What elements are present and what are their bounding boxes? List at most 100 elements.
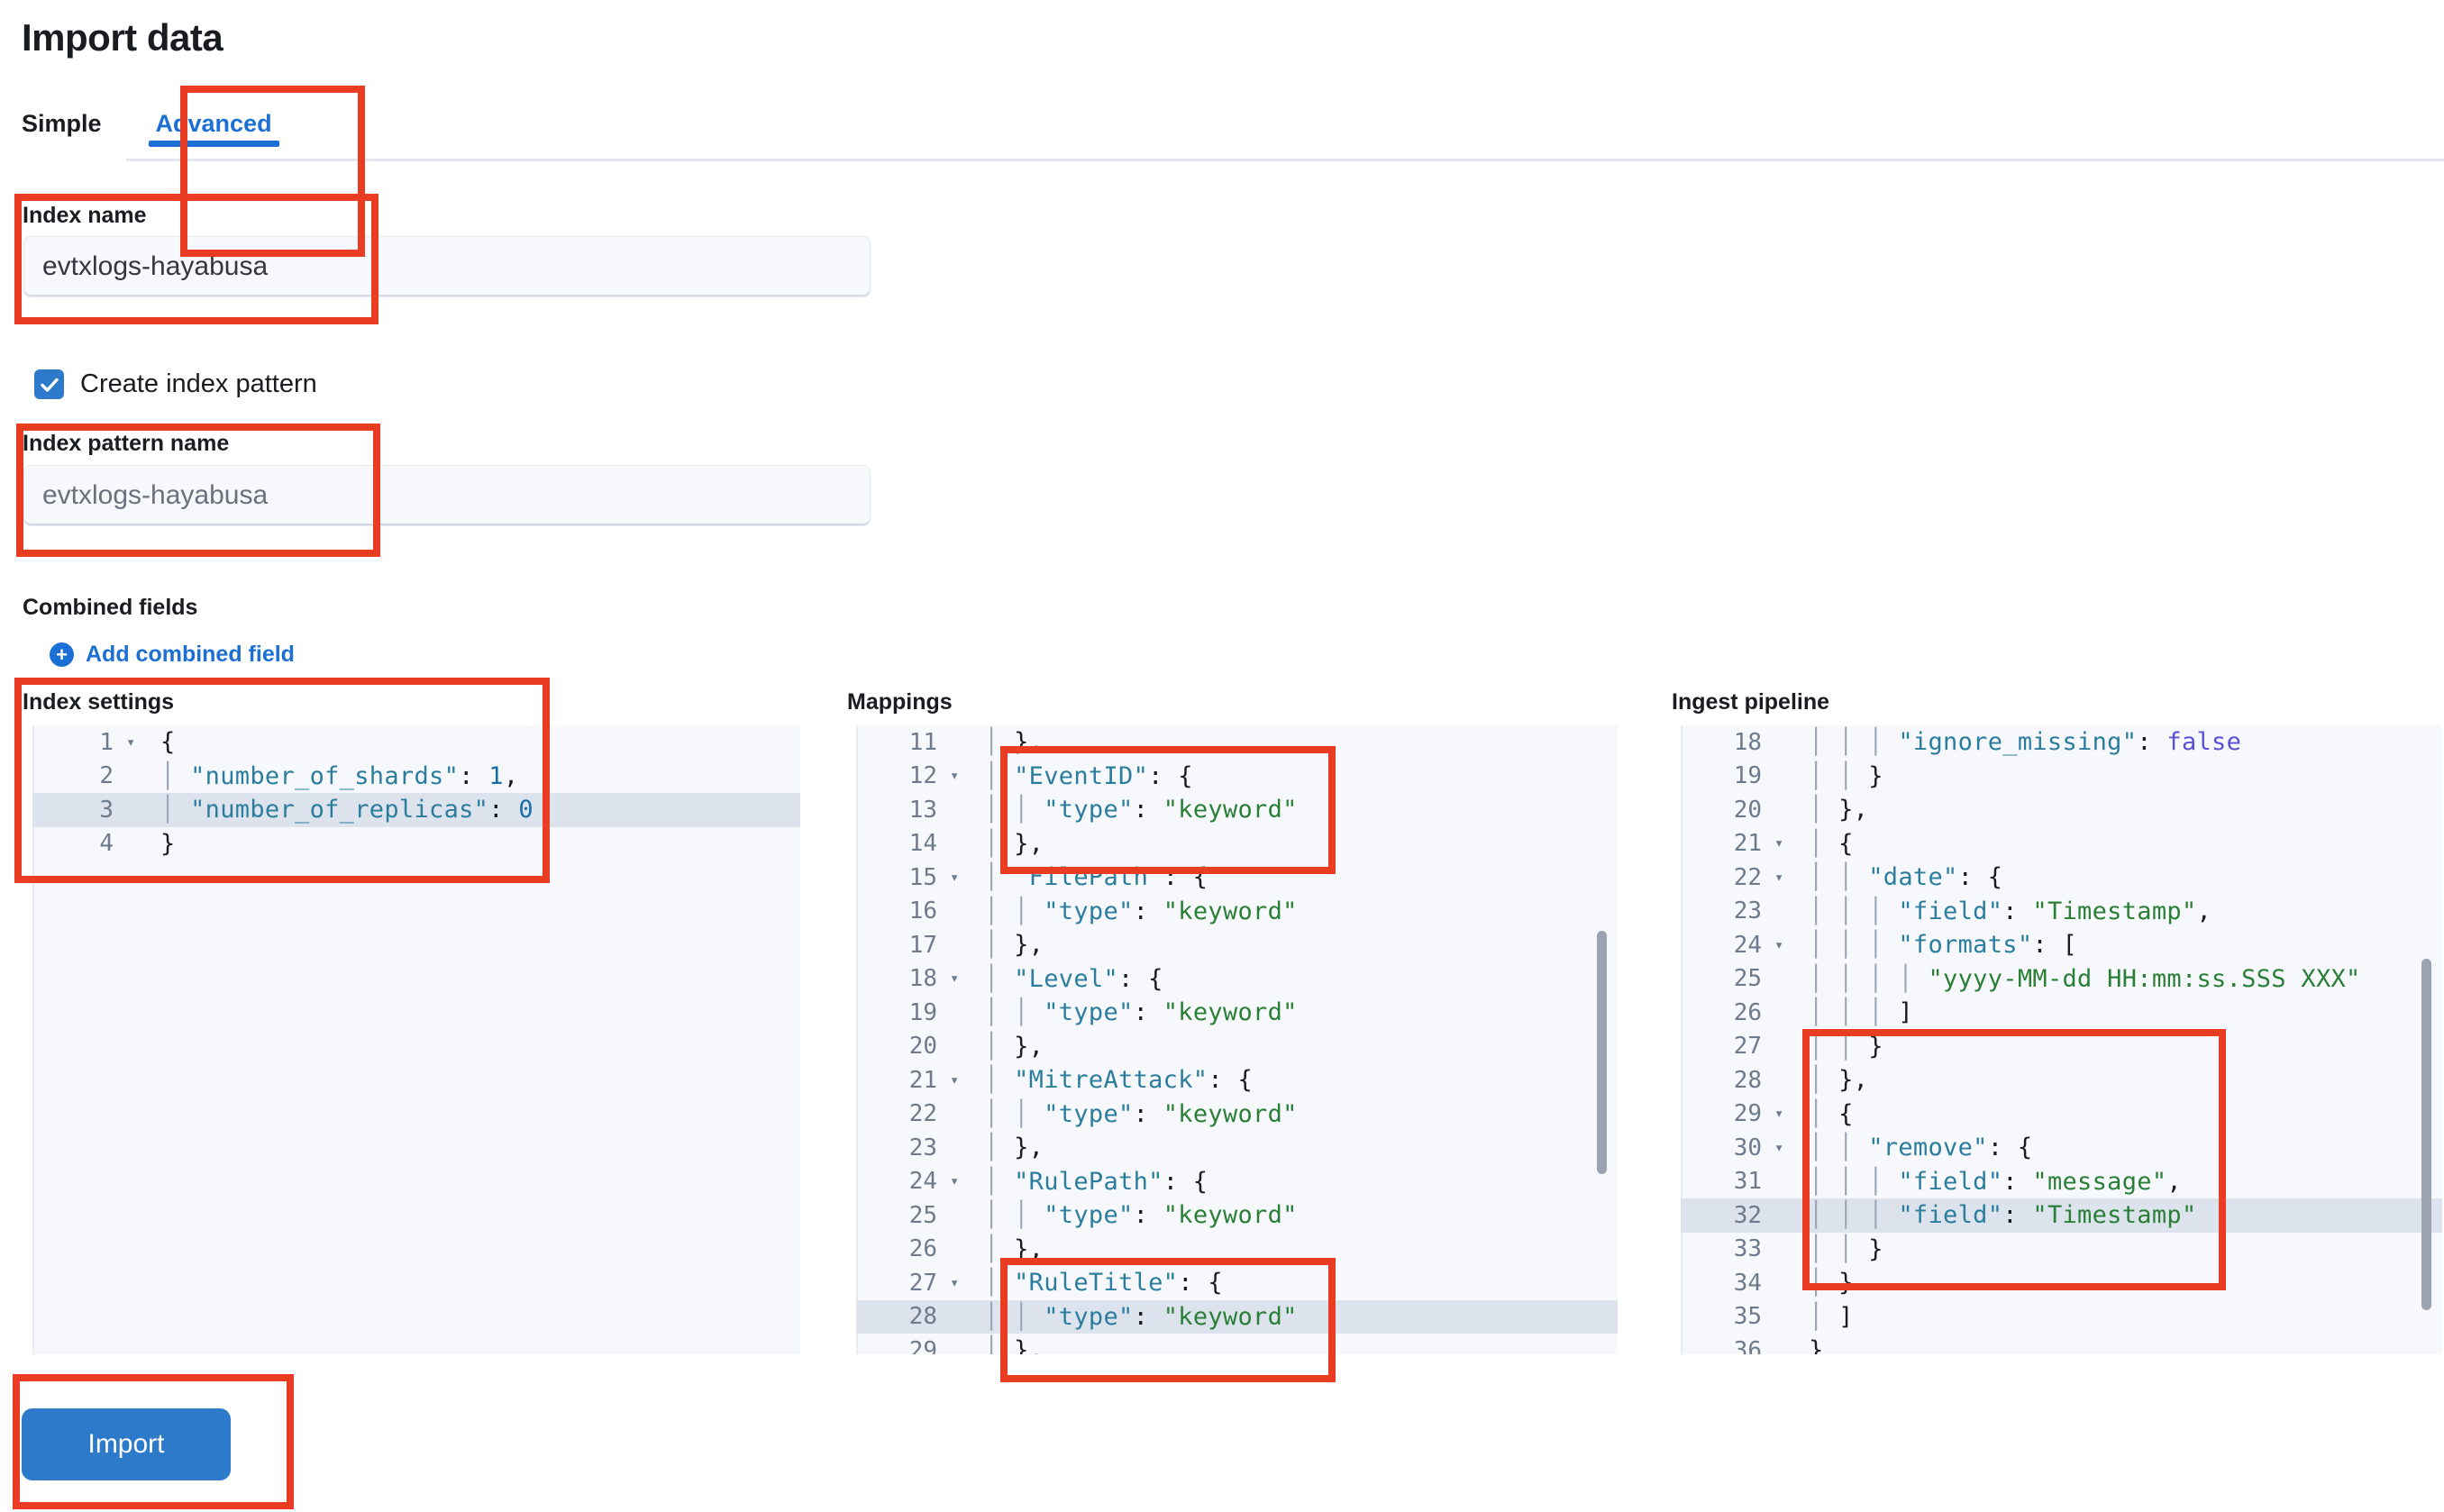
code-line[interactable]: 34│ } bbox=[1681, 1266, 2442, 1300]
mappings-scrollbar[interactable] bbox=[1597, 931, 1607, 1174]
fold-toggle-icon[interactable]: ▾ bbox=[1774, 834, 1784, 853]
code-line[interactable]: 19│ │ } bbox=[1681, 760, 2442, 794]
line-number: 15 bbox=[908, 863, 937, 891]
mappings-editor[interactable]: 11│ },12▾│ "EventID": {13│ │ "type": "ke… bbox=[856, 725, 1618, 1354]
line-number: 11 bbox=[908, 728, 937, 756]
code-line[interactable]: 17│ }, bbox=[856, 928, 1618, 962]
code-text: │ "RulePath": { bbox=[984, 1167, 1208, 1196]
fold-toggle-icon[interactable]: ▾ bbox=[1774, 1138, 1784, 1157]
line-number: 35 bbox=[1733, 1303, 1762, 1331]
tab-advanced[interactable]: Advanced bbox=[129, 110, 299, 158]
code-line[interactable]: 32 │ │ │ "field": "Timestamp" bbox=[1681, 1198, 2442, 1233]
code-text: │ │ │ "field": "Timestamp" bbox=[1809, 1201, 2197, 1230]
code-line[interactable]: 23│ │ │ "field": "Timestamp", bbox=[1681, 895, 2442, 929]
line-number: 25 bbox=[908, 1201, 937, 1229]
line-number: 21 bbox=[1733, 830, 1762, 858]
code-line[interactable]: 35│ ] bbox=[1681, 1300, 2442, 1334]
code-line[interactable]: 2│ "number_of_shards": 1, bbox=[32, 760, 800, 794]
code-line[interactable]: 31│ │ │ "field": "message", bbox=[1681, 1165, 2442, 1199]
create-index-pattern-row[interactable]: Create index pattern bbox=[34, 369, 317, 399]
fold-toggle-icon[interactable]: ▾ bbox=[1774, 868, 1784, 887]
line-number: 26 bbox=[908, 1235, 937, 1263]
line-number: 18 bbox=[1733, 728, 1762, 756]
fold-toggle-icon[interactable]: ▾ bbox=[950, 1273, 960, 1292]
code-line[interactable]: 23│ }, bbox=[856, 1131, 1618, 1165]
gutter-divider bbox=[1681, 725, 1683, 1354]
code-line[interactable]: 1▾{ bbox=[32, 725, 800, 760]
code-line[interactable]: 26│ │ │ ] bbox=[1681, 996, 2442, 1030]
code-line[interactable]: 25│ │ │ │ "yyyy-MM-dd HH:mm:ss.SSS XXX" bbox=[1681, 962, 2442, 997]
fold-toggle-icon[interactable]: ▾ bbox=[1774, 1105, 1784, 1124]
line-number: 2 bbox=[99, 762, 114, 790]
import-button[interactable]: Import bbox=[22, 1408, 231, 1480]
code-text: │ │ "remove": { bbox=[1809, 1134, 2033, 1162]
fold-toggle-icon[interactable]: ▾ bbox=[1774, 935, 1784, 954]
code-line[interactable]: 12▾│ "EventID": { bbox=[856, 760, 1618, 794]
code-line[interactable]: 13│ │ "type": "keyword" bbox=[856, 793, 1618, 827]
code-line[interactable]: 29▾│ { bbox=[1681, 1098, 2442, 1132]
code-line[interactable]: 18│ │ │ "ignore_missing": false bbox=[1681, 725, 2442, 760]
ingest-pipeline-title: Ingest pipeline bbox=[1672, 689, 1830, 715]
checkbox-checked-icon[interactable] bbox=[34, 369, 64, 399]
code-text: │ }, bbox=[984, 1336, 1044, 1354]
fold-toggle-icon[interactable]: ▾ bbox=[950, 868, 960, 887]
code-line[interactable]: 3│ "number_of_replicas": 0 bbox=[32, 793, 800, 827]
code-text: │ }, bbox=[1809, 1066, 1869, 1095]
code-line[interactable]: 20│ }, bbox=[1681, 793, 2442, 827]
code-text: │ } bbox=[1809, 1269, 1854, 1298]
code-text: │ │ │ │ "yyyy-MM-dd HH:mm:ss.SSS XXX" bbox=[1809, 964, 2361, 993]
code-line[interactable]: 27│ │ } bbox=[1681, 1030, 2442, 1064]
code-line[interactable]: 24▾│ "RulePath": { bbox=[856, 1165, 1618, 1199]
code-text: │ │ "type": "keyword" bbox=[984, 1099, 1298, 1128]
tab-simple[interactable]: Simple bbox=[22, 110, 102, 137]
code-line[interactable]: 24▾│ │ │ "formats": [ bbox=[1681, 928, 2442, 962]
line-number: 32 bbox=[1733, 1201, 1762, 1229]
code-line[interactable]: 21▾│ "MitreAttack": { bbox=[856, 1063, 1618, 1098]
line-number: 14 bbox=[908, 830, 937, 858]
line-number: 29 bbox=[908, 1336, 937, 1354]
code-text: │ │ } bbox=[1809, 1234, 1883, 1263]
code-line[interactable]: 27▾│ "RuleTitle": { bbox=[856, 1266, 1618, 1300]
code-line[interactable]: 4} bbox=[32, 827, 800, 861]
code-text: │ }, bbox=[984, 829, 1044, 858]
code-text: │ │ } bbox=[1809, 761, 1883, 790]
line-number: 28 bbox=[908, 1303, 937, 1331]
index-name-input[interactable]: evtxlogs-hayabusa bbox=[23, 236, 871, 297]
index-settings-editor[interactable]: 1▾{2│ "number_of_shards": 1,3│ "number_o… bbox=[32, 725, 800, 1354]
code-line[interactable]: 11│ }, bbox=[856, 725, 1618, 760]
code-line[interactable]: 14 │ }, bbox=[856, 827, 1618, 861]
fold-toggle-icon[interactable]: ▾ bbox=[950, 970, 960, 988]
line-number: 4 bbox=[99, 830, 114, 858]
code-line[interactable]: 19│ │ "type": "keyword" bbox=[856, 996, 1618, 1030]
code-line[interactable]: 30 ▾ │ │ "remove": { bbox=[1681, 1131, 2442, 1165]
code-line[interactable]: 29 │ }, bbox=[856, 1334, 1618, 1354]
ingest-pipeline-scrollbar[interactable] bbox=[2421, 959, 2431, 1310]
fold-toggle-icon[interactable]: ▾ bbox=[950, 1070, 960, 1089]
code-line[interactable]: 20│ }, bbox=[856, 1030, 1618, 1064]
fold-toggle-icon[interactable]: ▾ bbox=[950, 1172, 960, 1191]
code-line[interactable]: 28│ }, bbox=[1681, 1063, 2442, 1098]
code-line[interactable]: 28│ │ "type": "keyword" bbox=[856, 1299, 1618, 1334]
line-number: 30 bbox=[1733, 1134, 1762, 1161]
code-text: │ }, bbox=[1809, 796, 1869, 824]
fold-toggle-icon[interactable]: ▾ bbox=[126, 733, 136, 751]
code-line[interactable]: 18▾│ "Level": { bbox=[856, 962, 1618, 997]
gutter-divider bbox=[856, 725, 858, 1354]
code-line[interactable]: 33│ │ } bbox=[1681, 1233, 2442, 1267]
code-line[interactable]: 25│ │ "type": "keyword" bbox=[856, 1198, 1618, 1233]
code-line[interactable]: 16│ │ "type": "keyword" bbox=[856, 895, 1618, 929]
mappings-title: Mappings bbox=[847, 689, 953, 715]
fold-toggle-icon[interactable]: ▾ bbox=[950, 767, 960, 786]
index-pattern-name-placeholder: evtxlogs-hayabusa bbox=[42, 480, 269, 510]
code-line[interactable]: 15▾│ "FilePath": { bbox=[856, 861, 1618, 895]
add-combined-field-button[interactable]: + Add combined field bbox=[50, 642, 295, 668]
index-pattern-name-input[interactable]: evtxlogs-hayabusa bbox=[23, 465, 871, 526]
code-line[interactable]: 22│ │ "type": "keyword" bbox=[856, 1098, 1618, 1132]
code-line[interactable]: 21▾│ { bbox=[1681, 827, 2442, 861]
code-line[interactable]: 26 │ }, bbox=[856, 1233, 1618, 1267]
code-line[interactable]: 22▾│ │ "date": { bbox=[1681, 861, 2442, 895]
line-number: 29 bbox=[1733, 1100, 1762, 1128]
code-line[interactable]: 36} bbox=[1681, 1334, 2442, 1354]
code-text: │ }, bbox=[984, 1234, 1044, 1263]
